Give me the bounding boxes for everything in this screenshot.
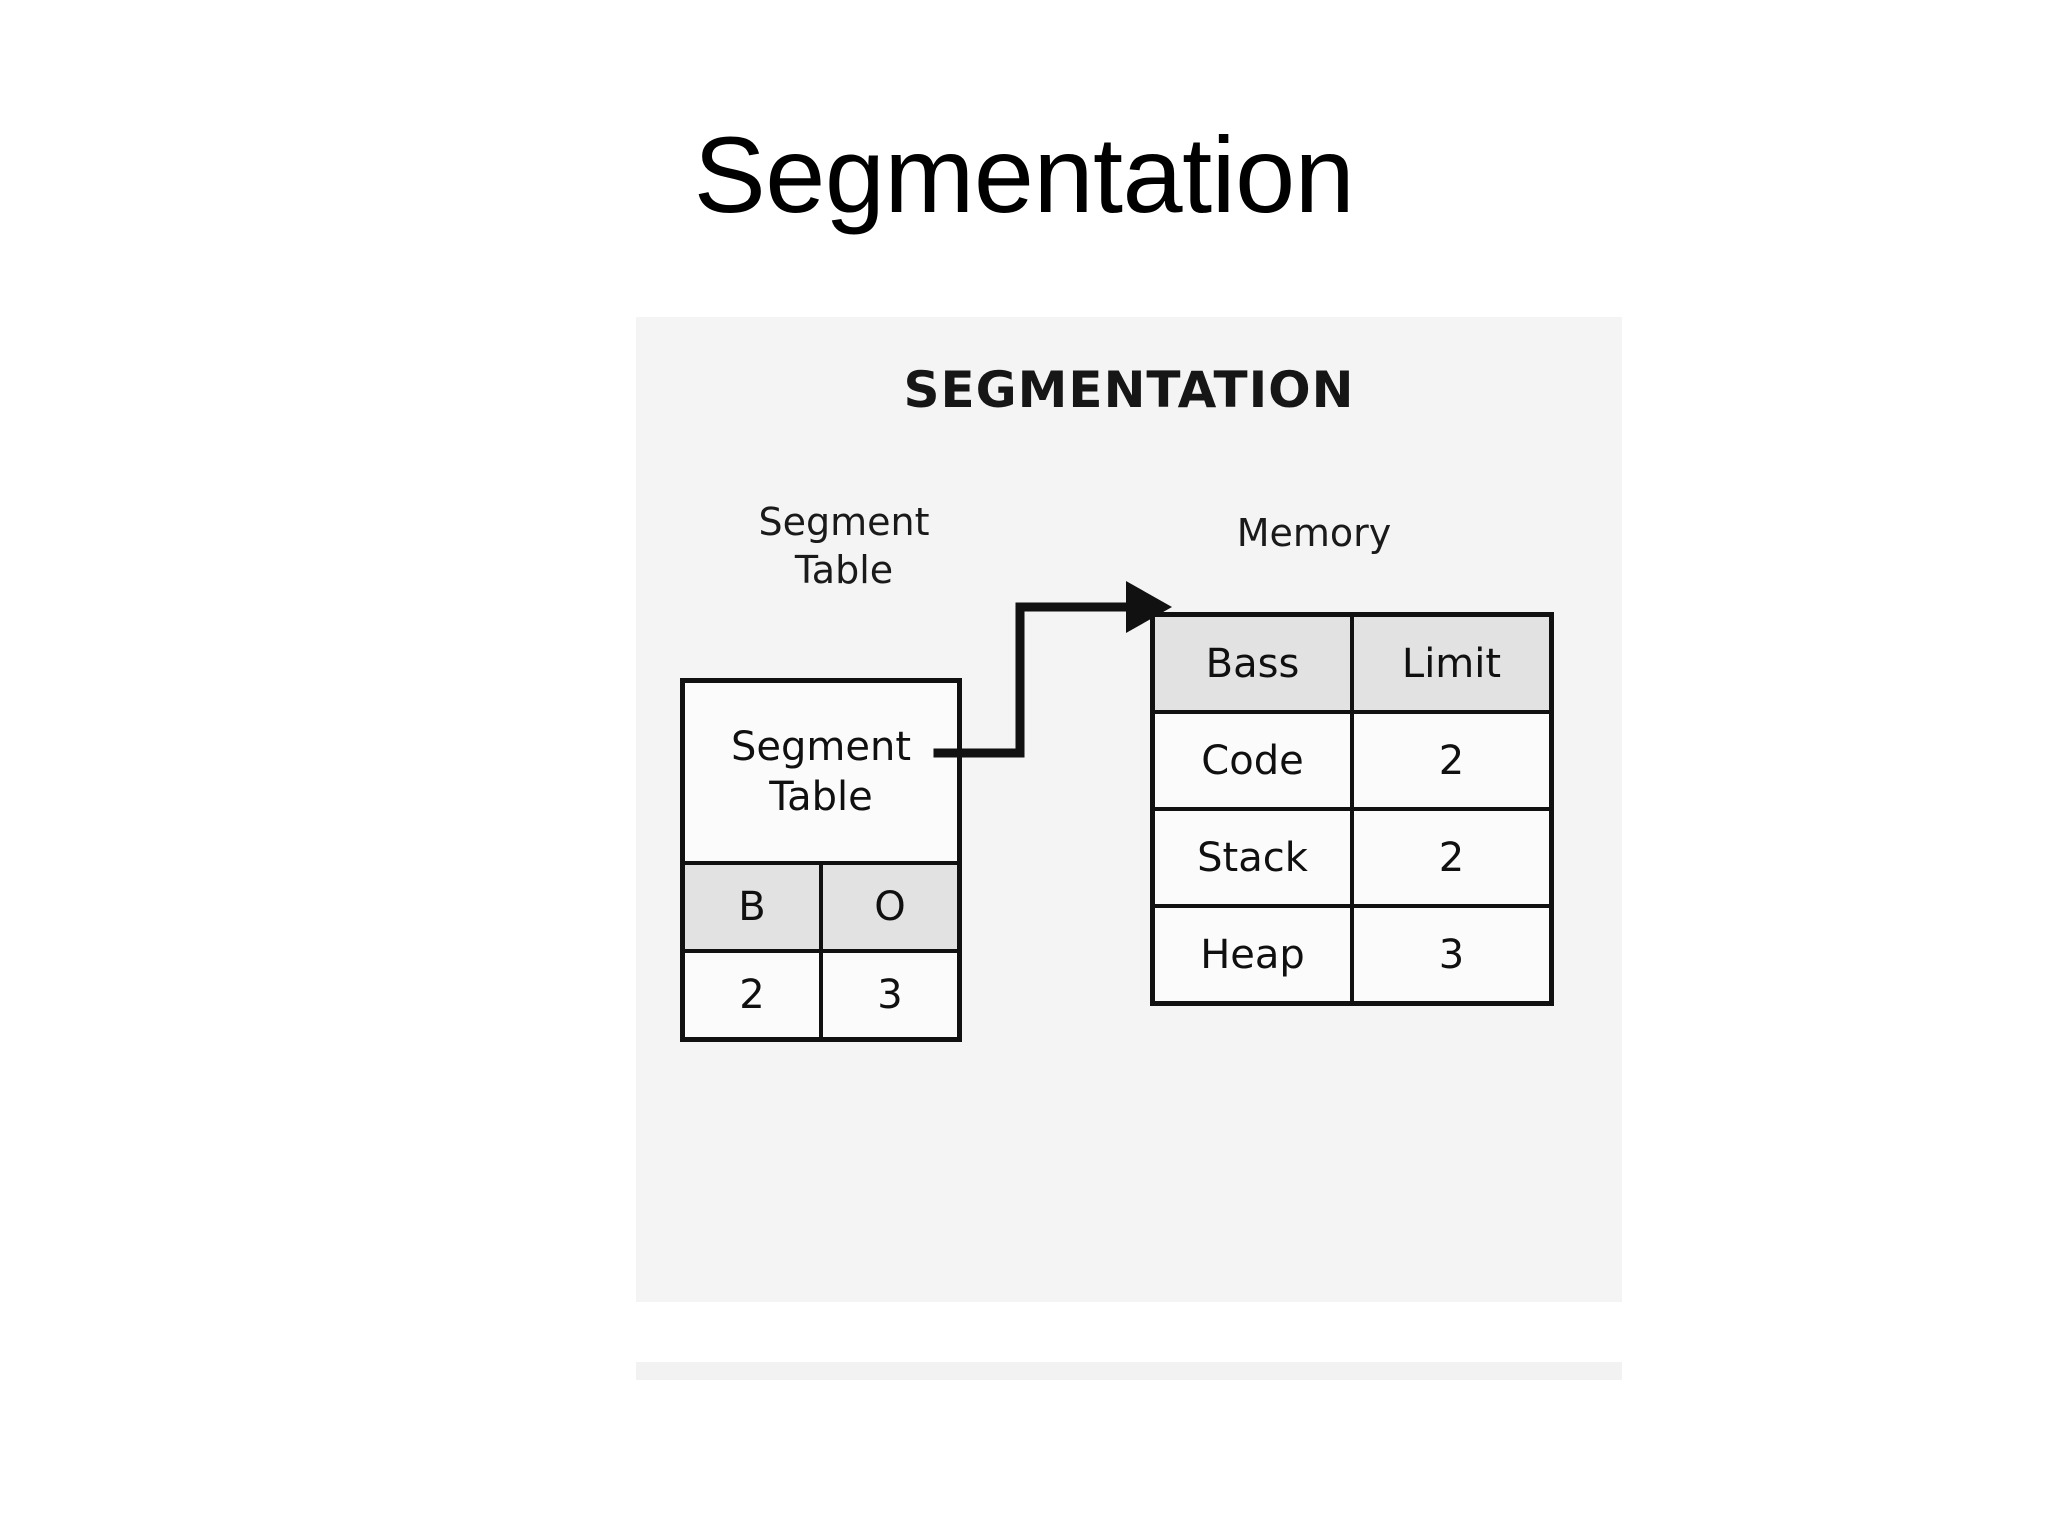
memory-table-cell-segment-code: Code [1150,710,1354,811]
table-row: Heap 3 [1150,904,1554,1006]
diagram-heading: SEGMENTATION [903,361,1355,419]
segment-table-caption-cell: Segment Table [680,678,962,865]
diagram-bottom-strip [636,1362,1622,1380]
segment-table-cell-offset-value: 3 [819,949,962,1042]
table-row: B O [680,861,962,953]
memory-table: Bass Limit Code 2 Stack 2 Heap 3 [1150,612,1554,1006]
table-row: Segment Table [680,678,962,865]
memory-table-header-bass: Bass [1150,612,1354,714]
segment-table-label: Segment Table [758,500,930,593]
segment-table: Segment Table B O 2 3 [680,678,962,1042]
table-row: Bass Limit [1150,612,1554,714]
page-title: Segmentation [693,114,1355,235]
diagram-panel: SEGMENTATION Segment Table Memory Segmen… [636,317,1622,1302]
memory-table-cell-limit-code: 2 [1350,710,1554,811]
memory-label: Memory [1236,511,1392,555]
table-row: Stack 2 [1150,807,1554,908]
table-row: Code 2 [1150,710,1554,811]
segment-table-header-offset: O [819,861,962,953]
memory-table-cell-limit-stack: 2 [1350,807,1554,908]
memory-table-header-limit: Limit [1350,612,1554,714]
memory-table-cell-limit-heap: 3 [1350,904,1554,1006]
memory-table-cell-segment-heap: Heap [1150,904,1354,1006]
table-row: 2 3 [680,949,962,1042]
segment-table-header-base: B [680,861,823,953]
segment-table-cell-base-value: 2 [680,949,823,1042]
memory-table-cell-segment-stack: Stack [1150,807,1354,908]
